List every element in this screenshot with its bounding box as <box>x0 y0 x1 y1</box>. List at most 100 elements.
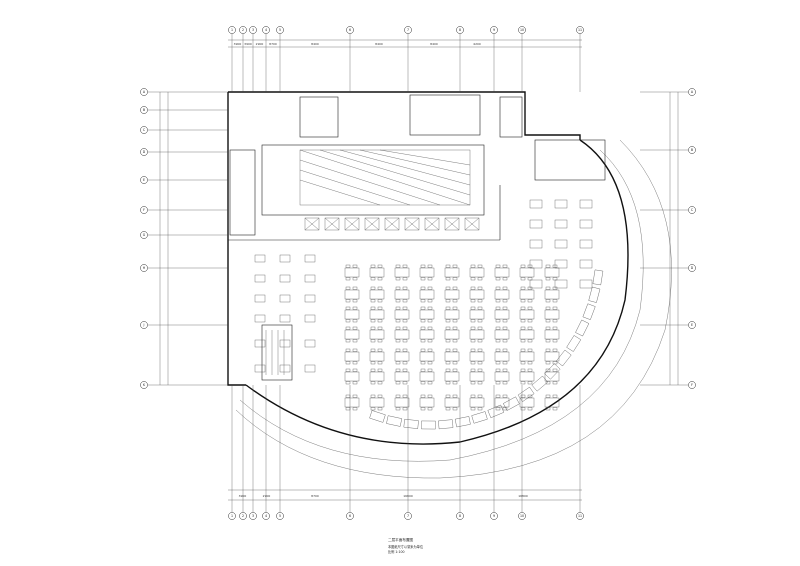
chair <box>477 394 483 398</box>
table <box>469 309 485 320</box>
grid-bubble-right <box>688 381 696 389</box>
drawing-title: 二层平面布置图 <box>388 538 414 542</box>
chair <box>545 299 551 303</box>
chair <box>477 286 483 290</box>
grid-bubble-top <box>262 26 270 34</box>
chair <box>452 348 458 352</box>
table <box>394 371 410 382</box>
chair <box>545 381 551 385</box>
table <box>494 371 510 382</box>
booth <box>566 335 582 352</box>
table <box>469 267 485 278</box>
chair <box>395 361 401 365</box>
chair <box>520 407 526 411</box>
chair <box>427 326 433 330</box>
chair <box>402 264 408 268</box>
chair <box>420 381 426 385</box>
chair <box>345 319 351 323</box>
chair <box>402 368 408 372</box>
table <box>444 289 460 300</box>
grid-bubble-right <box>688 321 696 329</box>
chair <box>470 394 476 398</box>
chair <box>477 407 483 411</box>
table <box>304 314 316 323</box>
grid-bubble-left <box>140 206 148 214</box>
scale-ratio: 比例 1:100 <box>388 550 405 554</box>
chair <box>495 348 501 352</box>
grid-bubble-left <box>140 106 148 114</box>
grid-label-bottom: 5 <box>279 514 281 518</box>
chair <box>470 407 476 411</box>
chair <box>352 306 358 310</box>
chair <box>545 264 551 268</box>
chair <box>420 277 426 281</box>
grid-label-top: 1 <box>231 28 233 32</box>
grid-label-left: G <box>143 233 146 237</box>
chair <box>345 407 351 411</box>
chair <box>420 306 426 310</box>
chair <box>502 286 508 290</box>
table <box>469 351 485 362</box>
chair <box>470 361 476 365</box>
grid-label-right: B <box>691 148 693 152</box>
table <box>279 314 291 323</box>
table <box>344 309 360 320</box>
chair <box>552 319 558 323</box>
chair <box>427 348 433 352</box>
table <box>369 289 385 300</box>
table <box>279 339 291 348</box>
table <box>369 267 385 278</box>
grid-bubble-bottom <box>262 512 270 520</box>
table <box>579 259 593 269</box>
table <box>344 289 360 300</box>
chair <box>495 339 501 343</box>
grid-label-right: F <box>691 383 693 387</box>
chair <box>427 394 433 398</box>
chair <box>527 319 533 323</box>
table <box>254 339 266 348</box>
chair <box>402 306 408 310</box>
chair <box>552 339 558 343</box>
grid-bubble-bottom <box>346 512 354 520</box>
table <box>579 219 593 229</box>
table <box>494 309 510 320</box>
chair <box>445 407 451 411</box>
dimension-bottom: 2900 <box>263 494 271 498</box>
chair <box>395 264 401 268</box>
grid-bubble-bottom <box>518 512 526 520</box>
chair <box>377 407 383 411</box>
chair <box>552 407 558 411</box>
service-core <box>228 94 606 381</box>
grid-bubble-left <box>140 381 148 389</box>
chair <box>377 348 383 352</box>
table <box>254 364 266 373</box>
table <box>519 329 535 340</box>
chair <box>345 394 351 398</box>
chair <box>395 277 401 281</box>
chair <box>477 368 483 372</box>
chair <box>552 394 558 398</box>
counter-seat <box>344 217 360 231</box>
chair <box>527 361 533 365</box>
table <box>304 274 316 283</box>
dimension-top: 2900 <box>256 42 264 46</box>
chair <box>552 368 558 372</box>
chair <box>445 299 451 303</box>
grid-label-right: E <box>691 323 693 327</box>
chair <box>502 361 508 365</box>
grid-label-top: 6 <box>349 28 351 32</box>
right-dimension-lines <box>669 92 679 385</box>
dimension-top: 8400 <box>375 42 383 46</box>
chair <box>495 319 501 323</box>
chair <box>352 326 358 330</box>
table <box>444 351 460 362</box>
chair <box>495 361 501 365</box>
chair <box>377 319 383 323</box>
chair <box>495 326 501 330</box>
chair <box>545 361 551 365</box>
chair <box>452 286 458 290</box>
chair <box>527 368 533 372</box>
chair <box>402 381 408 385</box>
table <box>444 397 460 408</box>
chair <box>545 286 551 290</box>
